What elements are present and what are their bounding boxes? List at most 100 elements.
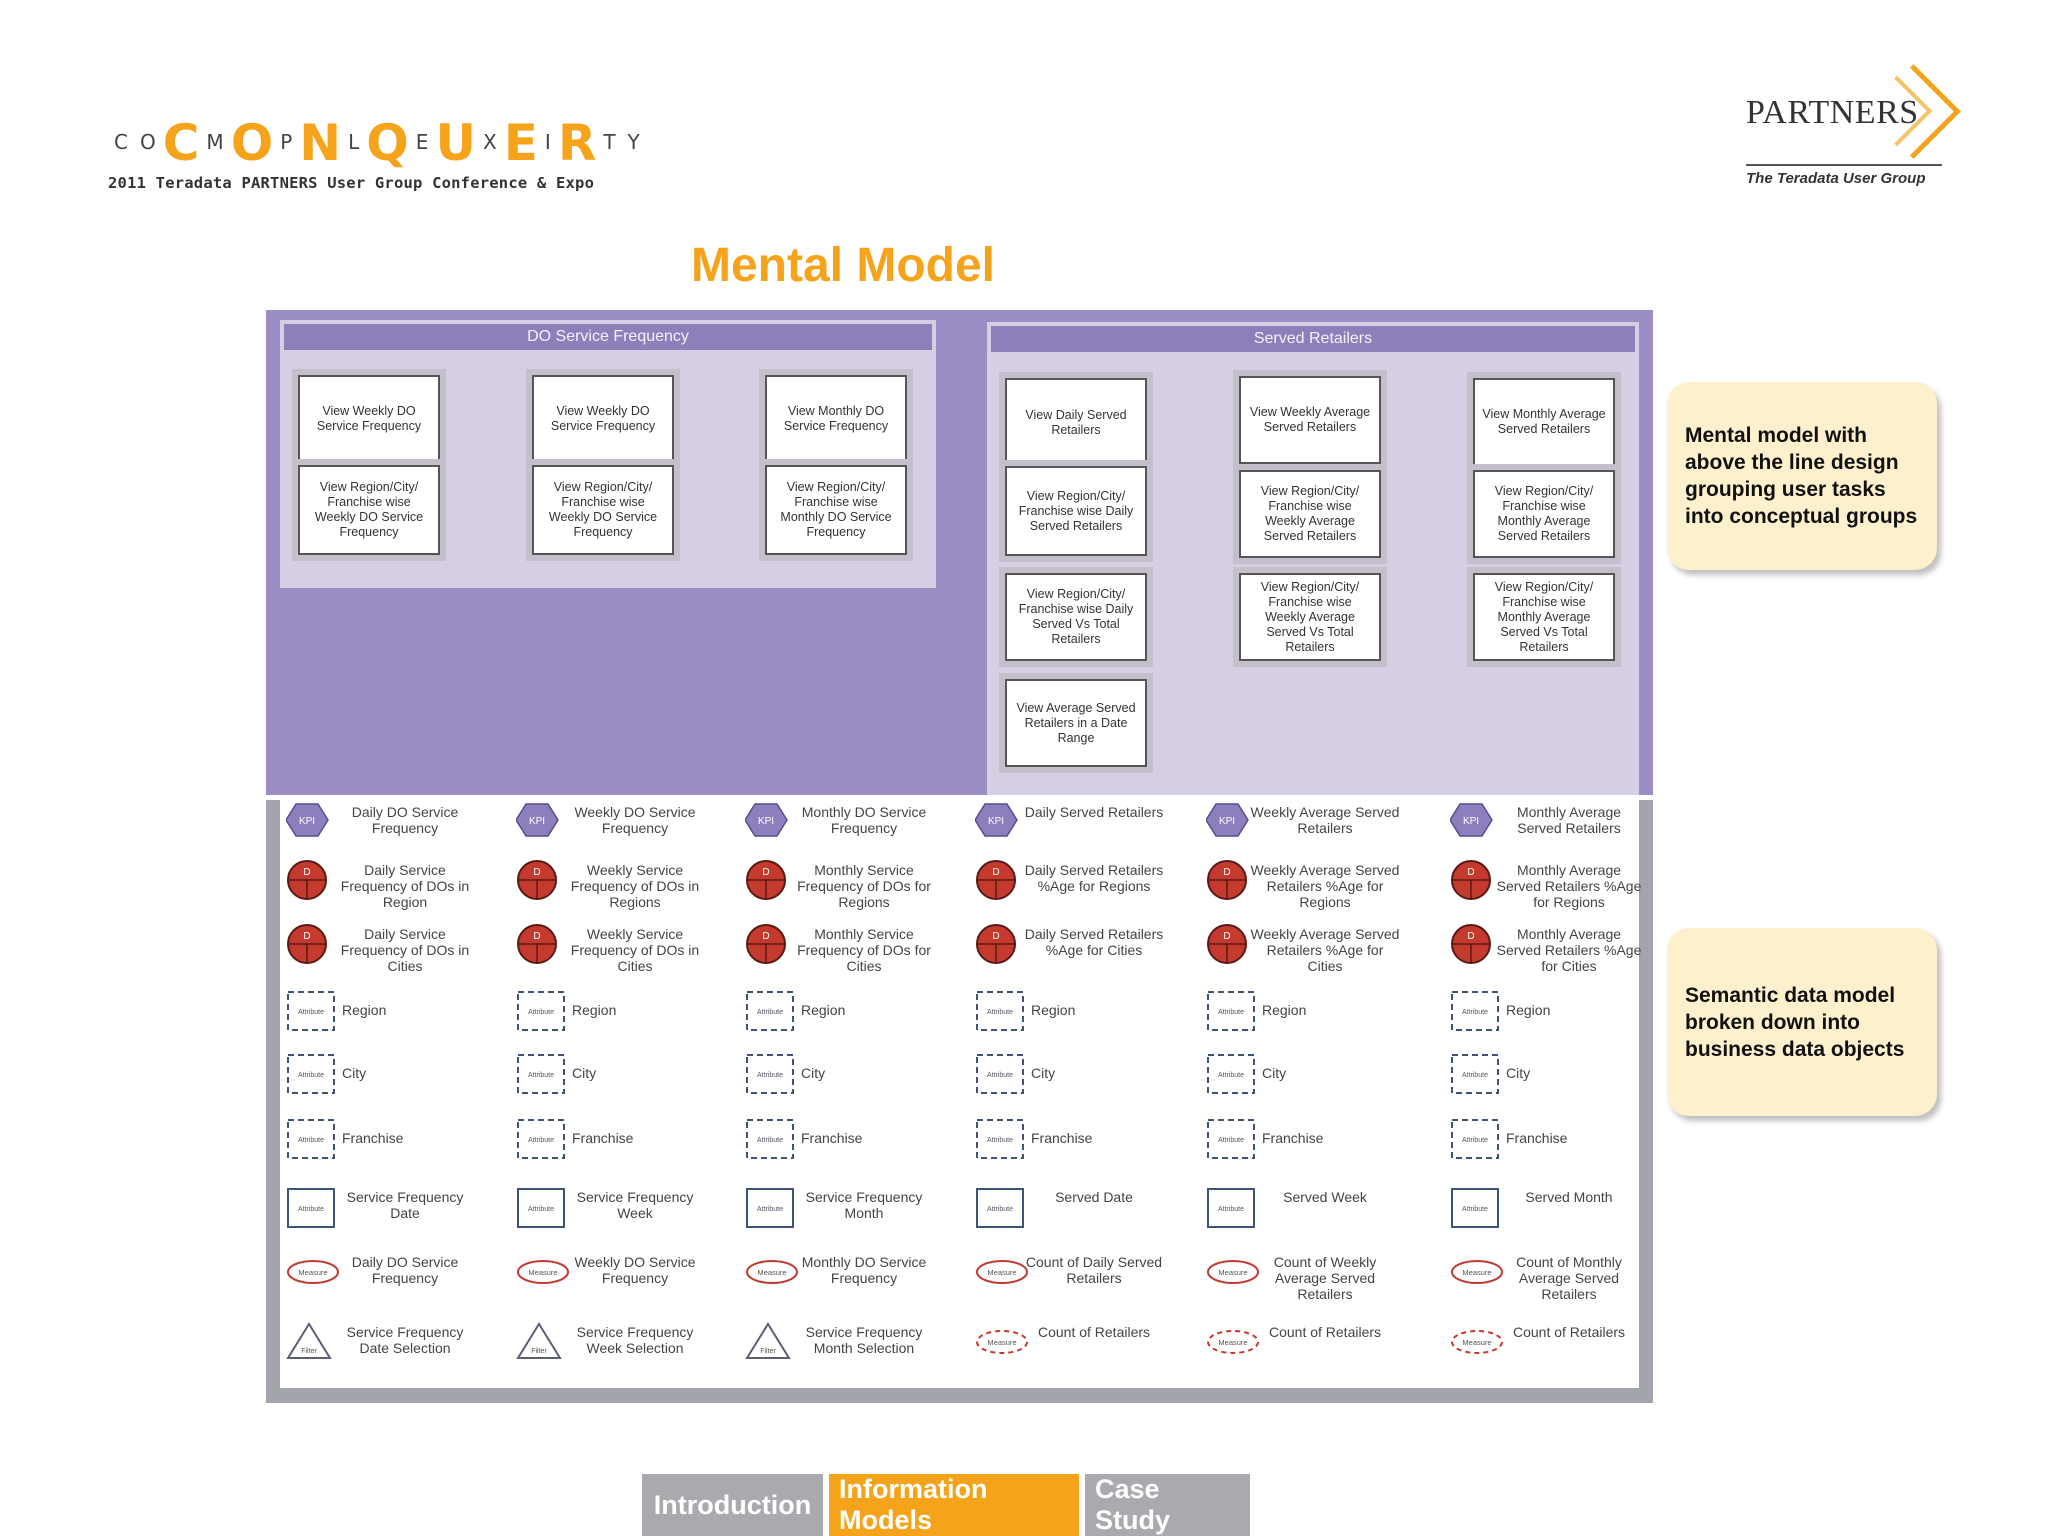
- data-object-label: Daily Served Retailers %Age for Regions: [1024, 862, 1164, 894]
- data-object-label: Count of Retailers: [1268, 1324, 1382, 1340]
- data-object-label: Monthly Average Served Retailers %Age fo…: [1496, 926, 1642, 974]
- measure-dashed-icon: Measure: [1207, 1330, 1259, 1354]
- nav-tab-introduction[interactable]: Introduction: [642, 1474, 823, 1536]
- attribute-dashed-icon: Attribute: [287, 1054, 335, 1094]
- data-object-label: Service Frequency Week: [576, 1189, 694, 1221]
- measure-dashed-icon: Measure: [976, 1330, 1028, 1354]
- svg-text:Filter: Filter: [301, 1348, 317, 1355]
- derived-measure-icon: D: [517, 924, 557, 964]
- svg-text:Attribute: Attribute: [1462, 1137, 1488, 1144]
- svg-text:KPI: KPI: [988, 816, 1004, 827]
- svg-text:Measure: Measure: [298, 1268, 327, 1277]
- filter-triangle-icon: Filter: [745, 1322, 791, 1359]
- svg-text:D: D: [762, 931, 769, 942]
- svg-text:Attribute: Attribute: [528, 1009, 554, 1016]
- user-task-box: View Weekly DO Service Frequency: [298, 375, 440, 463]
- attribute-dashed-icon: Attribute: [976, 991, 1024, 1031]
- svg-text:Measure: Measure: [1462, 1268, 1491, 1277]
- svg-text:Attribute: Attribute: [757, 1206, 783, 1213]
- attribute-dashed-icon: Attribute: [746, 991, 794, 1031]
- data-object-label: Monthly DO Service Frequency: [801, 1254, 927, 1286]
- logo-letter-small: M: [206, 130, 224, 154]
- user-task-box: View Region/City/ Franchise wise Weekly …: [1239, 573, 1381, 661]
- logo-letter-small: C: [114, 130, 128, 154]
- page-title: Mental Model: [691, 239, 996, 292]
- data-object-label: Count of Retailers: [1037, 1324, 1151, 1340]
- svg-text:Attribute: Attribute: [757, 1009, 783, 1016]
- svg-text:Measure: Measure: [987, 1338, 1016, 1347]
- svg-text:Attribute: Attribute: [1218, 1072, 1244, 1079]
- svg-text:Attribute: Attribute: [757, 1137, 783, 1144]
- data-object-label: Served Week: [1283, 1189, 1367, 1205]
- data-object-label: Monthly Service Frequency of DOs for Reg…: [797, 862, 931, 910]
- data-object-label: Region: [572, 1002, 617, 1018]
- svg-text:D: D: [992, 867, 999, 878]
- attribute-dashed-icon: Attribute: [517, 1054, 565, 1094]
- kpi-hexagon-icon: KPI: [1450, 803, 1493, 837]
- data-object-label: Region: [1506, 1002, 1551, 1018]
- data-object-label: Daily DO Service Frequency: [351, 1254, 459, 1286]
- data-object: Attribute Service Frequency Week: [516, 1187, 731, 1245]
- measure-ellipse-icon: Measure: [1451, 1260, 1503, 1284]
- user-task-box: View Monthly DO Service Frequency: [765, 375, 907, 463]
- svg-text:KPI: KPI: [758, 816, 774, 827]
- svg-text:D: D: [533, 931, 540, 942]
- attribute-dashed-icon: Attribute: [287, 991, 335, 1031]
- data-object: Measure Daily DO Service Frequency: [286, 1252, 501, 1310]
- nav-tab-case-study[interactable]: Case Study: [1085, 1474, 1250, 1536]
- svg-text:Attribute: Attribute: [1462, 1009, 1488, 1016]
- data-object-label: City: [1262, 1065, 1287, 1081]
- data-object: Attribute Region: [1450, 990, 1665, 1048]
- svg-text:Measure: Measure: [987, 1268, 1016, 1277]
- logo-letter-small: X: [483, 130, 497, 154]
- user-task-box: View Average Served Retailers in a Date …: [1005, 679, 1147, 767]
- derived-measure-icon: D: [746, 924, 786, 964]
- data-object-label: Weekly Average Served Retailers %Age for…: [1250, 926, 1400, 974]
- data-object-label: Served Date: [1055, 1189, 1133, 1205]
- svg-text:D: D: [1223, 867, 1230, 878]
- measure-ellipse-icon: Measure: [976, 1260, 1028, 1284]
- data-object-label: Weekly DO Service Frequency: [574, 804, 696, 836]
- user-task-box: View Monthly Average Served Retailers: [1473, 378, 1615, 466]
- attribute-dashed-icon: Attribute: [976, 1054, 1024, 1094]
- task-group-do-service-frequency: DO Service Frequency View Weekly DO Serv…: [280, 320, 936, 588]
- data-object-label: Weekly Service Frequency of DOs in Regio…: [570, 862, 700, 910]
- task-groups-area: DO Service Frequency View Weekly DO Serv…: [266, 310, 1653, 795]
- data-object-label: Franchise: [1031, 1130, 1093, 1146]
- svg-text:D: D: [1467, 867, 1474, 878]
- svg-text:Filter: Filter: [531, 1348, 547, 1355]
- nav-tab-information-models[interactable]: Information Models: [829, 1474, 1079, 1536]
- data-object: Measure Count of Retailers: [1206, 1322, 1421, 1380]
- attribute-dashed-icon: Attribute: [1451, 1119, 1499, 1159]
- conference-logo-subtitle: 2011 Teradata PARTNERS User Group Confer…: [108, 174, 595, 192]
- logo-letter-big: C: [162, 114, 200, 172]
- attribute-icon: Attribute: [976, 1188, 1024, 1228]
- svg-text:Measure: Measure: [528, 1268, 557, 1277]
- logo-letter-big: E: [503, 114, 538, 172]
- data-object: Attribute Franchise: [1450, 1118, 1665, 1176]
- data-object-label: Franchise: [1506, 1130, 1568, 1146]
- data-object-label: City: [1031, 1065, 1056, 1081]
- mental-model-diagram: DO Service Frequency View Weekly DO Serv…: [266, 310, 1653, 1403]
- attribute-dashed-icon: Attribute: [746, 1119, 794, 1159]
- data-object-label: City: [801, 1065, 826, 1081]
- attribute-icon: Attribute: [517, 1188, 565, 1228]
- measure-dashed-icon: Measure: [1451, 1330, 1503, 1354]
- kpi-hexagon-icon: KPI: [975, 803, 1018, 837]
- svg-text:D: D: [533, 867, 540, 878]
